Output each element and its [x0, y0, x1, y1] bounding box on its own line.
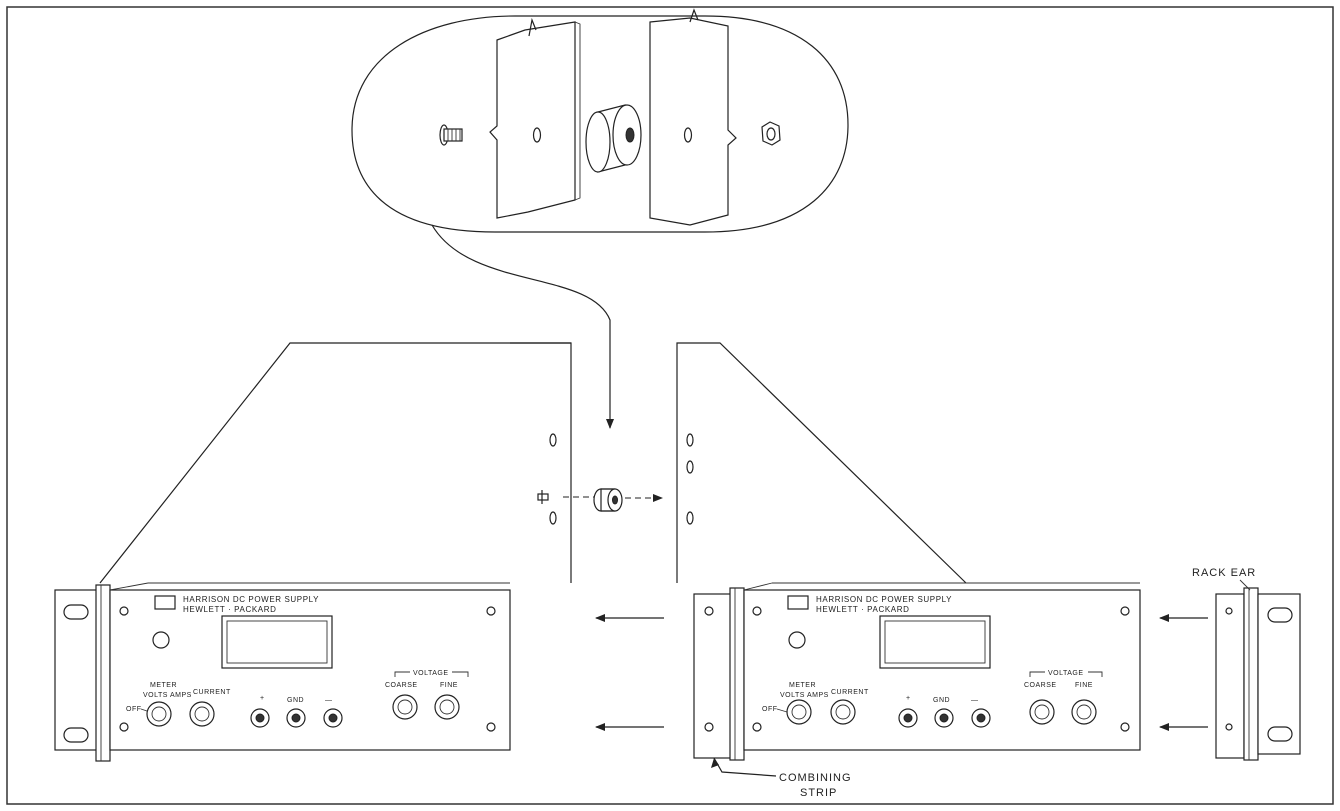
- side-mount-hole: [686, 511, 694, 525]
- combining-strip: [693, 587, 745, 761]
- meter-window: [879, 615, 991, 669]
- plus-terminal-label: +: [260, 695, 265, 702]
- gnd-terminal[interactable]: [286, 708, 306, 728]
- diagram-border: [6, 6, 1334, 805]
- meter-label: METER: [789, 682, 816, 689]
- side-mount-hole: [549, 511, 557, 525]
- spacer-bushing-icon: [593, 488, 623, 512]
- gnd-terminal-label: GND: [933, 697, 950, 704]
- current-knob[interactable]: [189, 701, 215, 727]
- brand-line-2: HEWLETT · PACKARD: [183, 605, 276, 614]
- meter-label: METER: [150, 682, 177, 689]
- minus-terminal-label: —: [325, 697, 333, 704]
- meter-knob[interactable]: [786, 699, 812, 725]
- spacer-bushing-icon: [585, 104, 642, 173]
- minus-terminal[interactable]: [971, 708, 991, 728]
- brand-line-1: HARRISON DC POWER SUPPLY: [816, 595, 952, 604]
- meter-positions-label: VOLTS AMPS: [780, 692, 829, 699]
- left-panel-plate-icon: [489, 17, 581, 219]
- pilot-light: [788, 631, 806, 649]
- voltage-coarse-knob[interactable]: [392, 694, 418, 720]
- gnd-terminal[interactable]: [934, 708, 954, 728]
- logo-box: [154, 595, 176, 610]
- plus-terminal[interactable]: [250, 708, 270, 728]
- combining-strip-callout-line2: STRIP: [800, 787, 837, 799]
- rack-ear-right: [1215, 587, 1301, 761]
- voltage-label: VOLTAGE: [1048, 670, 1084, 677]
- logo-box: [787, 595, 809, 610]
- minus-terminal-label: —: [971, 697, 979, 704]
- voltage-fine-knob[interactable]: [434, 694, 460, 720]
- meter-positions-label: VOLTS AMPS: [143, 692, 192, 699]
- off-label: OFF: [762, 706, 778, 713]
- current-label: CURRENT: [193, 689, 231, 696]
- panel-screw: [752, 722, 762, 732]
- current-knob[interactable]: [830, 699, 856, 725]
- voltage-coarse-knob[interactable]: [1029, 699, 1055, 725]
- panel-screw: [486, 722, 496, 732]
- side-mount-hole: [686, 433, 694, 447]
- coarse-label: COARSE: [385, 682, 418, 689]
- side-mount-hole: [686, 460, 694, 474]
- right-panel-plate-icon: [649, 8, 737, 226]
- hardware-detail-bubble: [351, 8, 849, 233]
- screw-icon: [439, 124, 463, 146]
- panel-screw: [752, 606, 762, 616]
- voltage-label: VOLTAGE: [413, 670, 449, 677]
- panel-screw: [1120, 722, 1130, 732]
- fine-label: FINE: [440, 682, 458, 689]
- minus-terminal[interactable]: [323, 708, 343, 728]
- voltage-fine-knob[interactable]: [1071, 699, 1097, 725]
- power-supply-right: HARRISON DC POWER SUPPLY HEWLETT · PACKA…: [676, 342, 1141, 761]
- plus-terminal[interactable]: [898, 708, 918, 728]
- panel-screw: [486, 606, 496, 616]
- plus-terminal-label: +: [906, 695, 911, 702]
- current-label: CURRENT: [831, 689, 869, 696]
- power-supply-left: HARRISON DC POWER SUPPLY HEWLETT · PACKA…: [54, 342, 572, 762]
- front-panel: [109, 589, 511, 751]
- hex-nut-icon: [761, 121, 781, 146]
- brand-line-1: HARRISON DC POWER SUPPLY: [183, 595, 319, 604]
- panel-screw: [119, 722, 129, 732]
- meter-window: [221, 615, 333, 669]
- combining-strip-callout-line1: COMBINING: [779, 772, 852, 784]
- brand-line-2: HEWLETT · PACKARD: [816, 605, 909, 614]
- combining-strip-leader: [713, 757, 777, 777]
- rack-ear-left: [54, 584, 111, 762]
- coarse-label: COARSE: [1024, 682, 1057, 689]
- fine-label: FINE: [1075, 682, 1093, 689]
- screw-icon: [537, 490, 549, 504]
- rack-ear-callout: RACK EAR: [1192, 567, 1256, 579]
- gnd-terminal-label: GND: [287, 697, 304, 704]
- side-mount-hole: [549, 433, 557, 447]
- off-label: OFF: [126, 706, 142, 713]
- detail-arrow: [431, 224, 614, 429]
- pilot-light: [152, 631, 170, 649]
- panel-screw: [119, 606, 129, 616]
- panel-screw: [1120, 606, 1130, 616]
- meter-knob[interactable]: [146, 701, 172, 727]
